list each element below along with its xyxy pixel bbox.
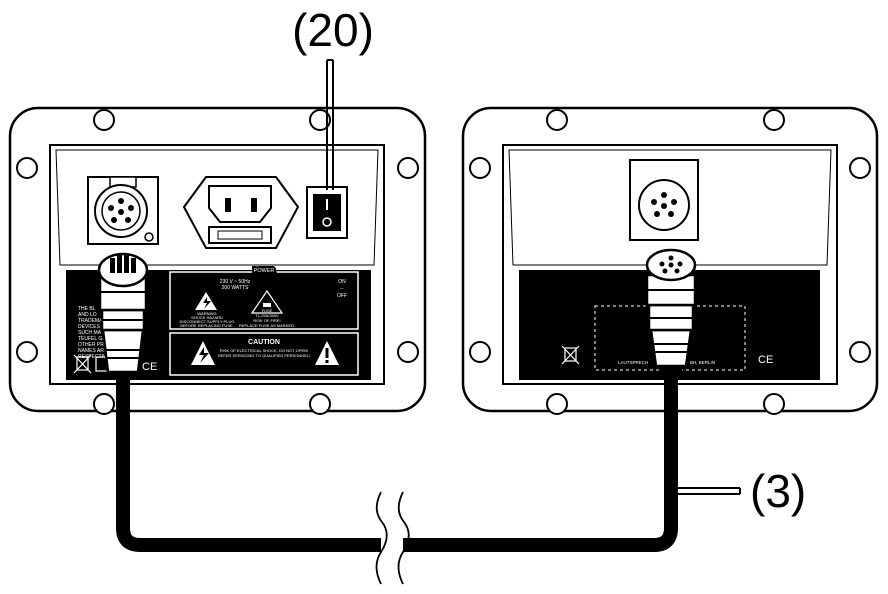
- callout-label-cable: (3): [750, 465, 806, 517]
- right-xlr-plug-icon: [645, 248, 697, 374]
- svg-text:REFER SERVICING TO QUALIFIED P: REFER SERVICING TO QUALIFIED PERSONNEL!: [218, 353, 310, 358]
- svg-text:DISCONNECT SUPPLY PLUG: DISCONNECT SUPPLY PLUG: [180, 319, 235, 324]
- svg-text:T1,25A/250V: T1,25A/250V: [255, 313, 279, 318]
- svg-text:SUCH MA: SUCH MA: [78, 330, 102, 336]
- svg-text:FUSE: FUSE: [262, 308, 273, 313]
- left-xlr-plug-icon: [97, 252, 149, 380]
- callout-label-switch: (20): [292, 4, 374, 56]
- ce-mark: CE: [758, 354, 773, 366]
- shock-warning-icon: [195, 292, 217, 310]
- svg-text:THE BL: THE BL: [78, 306, 96, 312]
- xlr-socket-icon: [87, 176, 159, 245]
- exclamation-warning-icon: [315, 341, 339, 365]
- svg-text:LAUTSPRECH: LAUTSPRECH: [618, 360, 648, 365]
- svg-text:RISK OF FIRE!: RISK OF FIRE!: [253, 318, 280, 323]
- callout-20: (20): [292, 4, 374, 190]
- svg-text:TEUFEL GM: TEUFEL GM: [78, 336, 106, 342]
- svg-text:AND LO: AND LO: [78, 312, 97, 318]
- screw-hole-icon: [546, 109, 568, 131]
- speaker-cable: [116, 370, 678, 552]
- screw-hole-icon: [16, 341, 38, 363]
- svg-text:ON: ON: [338, 279, 346, 285]
- screw-hole-icon: [849, 341, 871, 363]
- svg-text:TRADEMA: TRADEMA: [78, 318, 103, 324]
- svg-text:NAMES ARE: NAMES ARE: [78, 348, 108, 354]
- screw-hole-icon: [93, 109, 115, 131]
- screw-hole-icon: [309, 393, 331, 415]
- screw-hole-icon: [16, 157, 38, 179]
- svg-text:230 V ~ 50Hz: 230 V ~ 50Hz: [220, 279, 251, 285]
- svg-text:SHOCK HAZARD: SHOCK HAZARD: [191, 315, 223, 320]
- screw-hole-icon: [763, 109, 785, 131]
- svg-text:200 WATTS: 200 WATTS: [222, 285, 249, 291]
- svg-text:RISK OF ELECTRICAL SHOCK. DO N: RISK OF ELECTRICAL SHOCK. DO NOT OPEN!: [220, 348, 308, 353]
- svg-text:WARNING: WARNING: [197, 311, 216, 316]
- shock-warning-icon: [191, 341, 215, 365]
- left-speaker-panel: THE BL AND LO TRADEMA DEVICES SUCH MA TE…: [8, 106, 427, 415]
- cable-break-icon: [375, 491, 410, 585]
- svg-text:BEFORE REPLACING FUSE.: BEFORE REPLACING FUSE.: [180, 323, 234, 328]
- screw-hole-icon: [546, 393, 568, 415]
- weee-bin-icon: [561, 345, 580, 365]
- screw-hole-icon: [397, 157, 419, 179]
- svg-text:BH, BERLIN: BH, BERLIN: [690, 360, 715, 365]
- screw-hole-icon: [93, 393, 115, 415]
- callout-3: (3): [675, 465, 806, 517]
- svg-text:OTHER PRO: OTHER PRO: [78, 342, 108, 348]
- weee-bin-icon: [73, 354, 92, 374]
- svg-text:POWER: POWER: [254, 268, 275, 274]
- fuse-warning-icon: [250, 289, 284, 314]
- svg-text:DEVICES: DEVICES: [78, 324, 101, 330]
- power-switch-icon: [306, 186, 348, 239]
- svg-text:REPLACE FUSE AS MARKED.: REPLACE FUSE AS MARKED.: [239, 323, 295, 328]
- screw-hole-icon: [469, 341, 491, 363]
- power-info-box: POWER 230 V ~ 50Hz 200 WATTS ON – OFF WA…: [169, 266, 359, 330]
- svg-text:CAUTION: CAUTION: [248, 339, 280, 346]
- ce-mark: CE: [142, 361, 157, 373]
- screw-hole-icon: [469, 157, 491, 179]
- screw-hole-icon: [397, 341, 419, 363]
- xlr-socket-icon: [629, 159, 699, 241]
- svg-text:–: –: [341, 286, 344, 292]
- caution-box: CAUTION RISK OF ELECTRICAL SHOCK. DO NOT…: [169, 332, 359, 376]
- screw-hole-icon: [849, 157, 871, 179]
- svg-text:OFF: OFF: [337, 293, 347, 299]
- screw-hole-icon: [309, 109, 331, 131]
- screw-hole-icon: [763, 393, 785, 415]
- power-inlet-icon: [182, 176, 300, 249]
